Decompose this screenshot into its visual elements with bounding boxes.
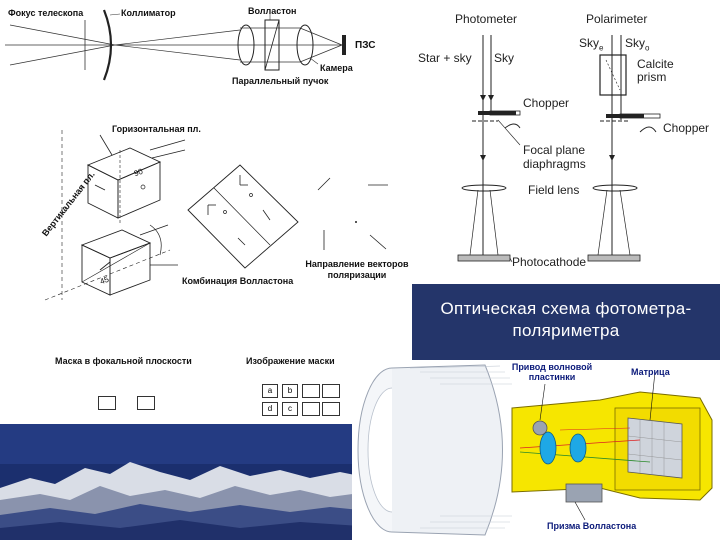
focal-plane-diaphragms-label: Focal plane diaphragms bbox=[523, 143, 586, 171]
focal-mask-window-right bbox=[137, 396, 155, 410]
caption-line-1: Оптическая схема фотометра- bbox=[440, 299, 692, 318]
matrix-label: Матрица bbox=[631, 367, 670, 377]
focal-mask-window-left bbox=[98, 396, 116, 410]
field-lens-label: Field lens bbox=[528, 183, 580, 197]
sky-o-label: Skyo bbox=[625, 36, 650, 53]
caption-text: Оптическая схема фотометра- поляриметра bbox=[412, 298, 720, 342]
sky-e-label: Skye bbox=[579, 36, 604, 53]
polarimeter-title: Polarimeter bbox=[586, 12, 648, 26]
horizontal-plane-label: Горизонтальная пл. bbox=[112, 124, 201, 134]
mask-cell-d: d bbox=[262, 402, 278, 416]
mask-cell-b: b bbox=[282, 384, 298, 398]
focal-mask-label: Маска в фокальной плоскости bbox=[55, 356, 192, 366]
photocathode-label: Photocathode bbox=[512, 255, 587, 269]
parallel-beam-label: Параллельный пучок bbox=[232, 76, 329, 86]
camera-label: Камера bbox=[320, 63, 353, 73]
caption-line-2: поляриметра bbox=[512, 321, 620, 340]
wollaston-label: Волластон bbox=[248, 6, 297, 16]
chopper-right-label: Chopper bbox=[663, 121, 710, 135]
caption-box: Оптическая схема фотометра- поляриметра bbox=[412, 284, 720, 360]
sky-label: Sky bbox=[494, 51, 515, 65]
telescope-focus-label: Фокус телескопа bbox=[8, 8, 84, 18]
mask-cell-empty-4 bbox=[322, 402, 340, 416]
mask-cell-empty-2 bbox=[322, 384, 340, 398]
mask-cell-empty-3 bbox=[302, 402, 320, 416]
collimator-label: Коллиматор bbox=[121, 8, 176, 18]
polarization-vectors-label: Направление векторов поляризации bbox=[305, 259, 409, 280]
star-sky-label: Star + sky bbox=[418, 51, 472, 65]
mask-cell-a: a bbox=[262, 384, 278, 398]
mask-cell-c: c bbox=[282, 402, 298, 416]
detector-label: ПЗС bbox=[355, 40, 376, 51]
calcite-prism-label: Calcite prism bbox=[637, 57, 674, 84]
wollaston-prism-label: Призма Волластона bbox=[547, 521, 637, 531]
photometer-title: Photometer bbox=[455, 12, 518, 26]
wollaston-combination-label: Комбинация Волластона bbox=[182, 276, 294, 286]
chopper-left-label: Chopper bbox=[523, 96, 570, 110]
mask-image-label: Изображение маски bbox=[246, 356, 335, 366]
mask-cell-empty-1 bbox=[302, 384, 320, 398]
waveplate-drive-label: Привод волновой пластинки bbox=[511, 362, 593, 382]
